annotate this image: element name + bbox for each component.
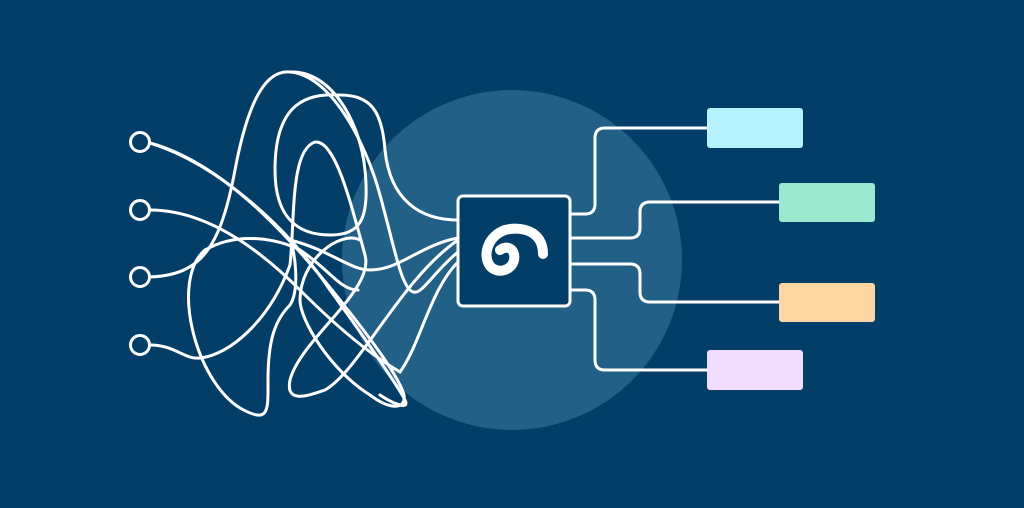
tangled-line-7 bbox=[203, 237, 360, 292]
connector-3 bbox=[570, 262, 779, 304]
tangled-line-6 bbox=[273, 70, 460, 237]
connector-1 bbox=[570, 126, 707, 216]
tangled-line-4 bbox=[148, 140, 460, 398]
output-block-4 bbox=[707, 350, 803, 390]
tangled-line-5 bbox=[187, 236, 460, 417]
output-block-2 bbox=[779, 183, 875, 222]
tangled-lines bbox=[148, 70, 460, 417]
output-block-1 bbox=[707, 108, 803, 148]
input-nodes bbox=[129, 131, 151, 356]
tangled-line-3 bbox=[148, 70, 460, 294]
tangled-line-1b bbox=[148, 141, 408, 407]
input-node-icon bbox=[129, 131, 151, 153]
input-node-icon bbox=[129, 199, 151, 221]
connector-4 bbox=[570, 288, 707, 372]
input-node-icon bbox=[129, 334, 151, 356]
spiral-logo-icon bbox=[481, 223, 548, 276]
output-block-3 bbox=[779, 283, 875, 322]
input-node-icon bbox=[129, 266, 151, 288]
output-connectors bbox=[570, 126, 779, 372]
connector-2 bbox=[570, 200, 779, 240]
